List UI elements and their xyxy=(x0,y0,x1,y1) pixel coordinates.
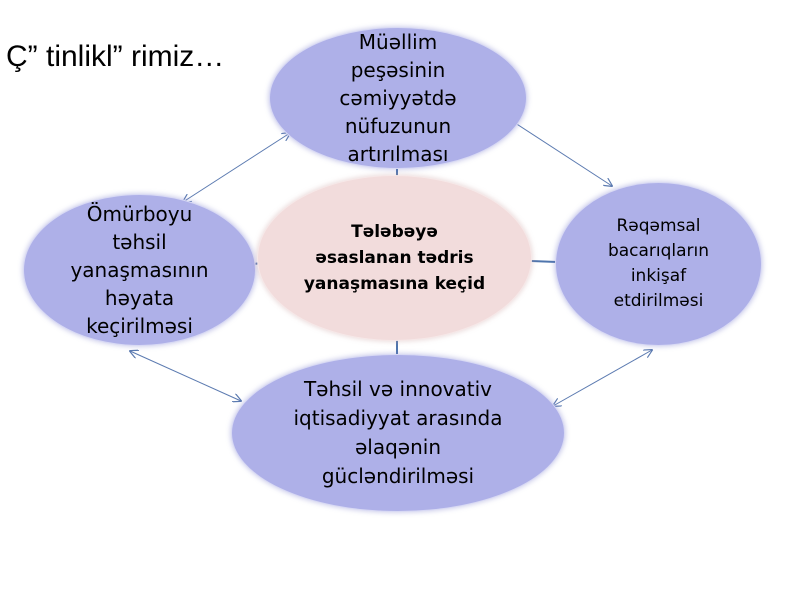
node-education-economy-link: Təhsil və innovativ iqtisadiyyat arasınd… xyxy=(232,355,564,511)
node-student-centered-teaching-label: Tələbəyə əsaslanan tədris yanaşmasına ke… xyxy=(303,222,486,294)
node-digital-skills-label: Rəqəmsal bacarıqların inkişaf etdirilməs… xyxy=(607,216,710,311)
node-teacher-prestige: Müəllim peşəsinin cəmiyyətdə nüfuzunun a… xyxy=(270,28,526,168)
node-digital-skills: Rəqəmsal bacarıqların inkişaf etdirilməs… xyxy=(556,183,761,345)
node-education-economy-link-label: Təhsil və innovativ iqtisadiyyat arasınd… xyxy=(293,377,503,488)
node-lifelong-learning: Ömürboyu təhsil yanaşmasının həyata keçi… xyxy=(24,195,255,345)
arrow-top-left xyxy=(183,133,290,202)
connector-center-right xyxy=(530,260,558,263)
arrow-left-bottom xyxy=(130,351,241,401)
node-lifelong-learning-label: Ömürboyu təhsil yanaşmasının həyata keçi… xyxy=(70,202,209,338)
arrow-right-bottom xyxy=(553,350,652,406)
node-student-centered-teaching: Tələbəyə əsaslanan tədris yanaşmasına ke… xyxy=(258,176,531,340)
arrow-top-right xyxy=(509,119,612,186)
node-teacher-prestige-label: Müəllim peşəsinin cəmiyyətdə nüfuzunun a… xyxy=(339,30,457,166)
slide-title: Ç” tinlikl” rimiz… xyxy=(6,40,225,73)
